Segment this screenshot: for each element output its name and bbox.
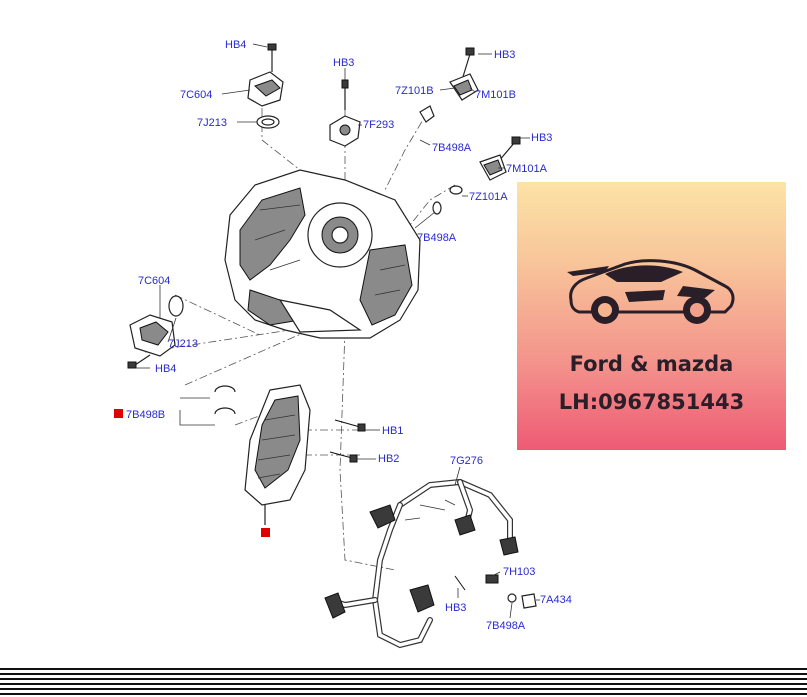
label-7z101b: 7Z101B xyxy=(395,85,434,97)
bracket-7f293 xyxy=(329,79,361,147)
bottom-scan-lines xyxy=(0,668,807,697)
label-7h103: 7H103 xyxy=(503,566,535,578)
bolts-hb1-hb2 xyxy=(329,419,366,463)
label-7m101a: 7M101A xyxy=(506,163,548,175)
label-hb3-d: HB3 xyxy=(445,602,466,614)
label-7b498a-a: 7B498A xyxy=(432,142,472,154)
label-hb4-left: HB4 xyxy=(155,363,176,375)
label-7g276: 7G276 xyxy=(450,455,483,467)
label-7b498b: 7B498B xyxy=(126,409,165,421)
part-labels: HB4 7C604 7J213 HB3 7F293 HB3 7Z101B 7M1… xyxy=(126,39,572,632)
label-hb2: HB2 xyxy=(378,453,399,465)
label-7f293: 7F293 xyxy=(363,119,394,131)
label-7m101b: 7M101B xyxy=(475,89,516,101)
label-7c604-top: 7C604 xyxy=(180,89,212,101)
solenoid-7c604-left xyxy=(127,295,184,369)
red-marker-left xyxy=(114,409,123,418)
label-7z101a: 7Z101A xyxy=(469,191,508,203)
label-7b498a-b: 7B498A xyxy=(417,232,457,244)
brand-text: Ford & mazda xyxy=(569,352,734,376)
sensor-7m101a xyxy=(432,136,521,215)
label-hb3-c: HB3 xyxy=(531,132,552,144)
transmission-housing xyxy=(224,169,421,339)
valve-body xyxy=(244,384,311,525)
label-hb3-a: HB3 xyxy=(333,57,354,69)
shop-banner: Ford & mazda LH:0967851443 xyxy=(517,182,786,450)
label-7c604-left: 7C604 xyxy=(138,275,170,287)
label-hb3-b: HB3 xyxy=(494,49,515,61)
label-7b498a-c: 7B498A xyxy=(486,620,526,632)
label-7j213-top: 7J213 xyxy=(197,117,227,129)
label-hb4-top: HB4 xyxy=(225,39,246,51)
wiring-harness-7g276 xyxy=(324,478,537,649)
red-marker-bottom xyxy=(261,528,270,537)
leader-lines xyxy=(136,43,540,619)
phone-number: LH:0967851443 xyxy=(558,390,745,414)
solenoid-7c604-top xyxy=(247,43,284,129)
sports-car-icon xyxy=(567,259,735,324)
label-hb1: HB1 xyxy=(382,425,403,437)
label-7a434: 7A434 xyxy=(540,594,572,606)
label-7j213-left: 7J213 xyxy=(168,338,198,350)
seals-7b498b xyxy=(179,385,236,426)
sensor-7m101b xyxy=(419,47,479,123)
